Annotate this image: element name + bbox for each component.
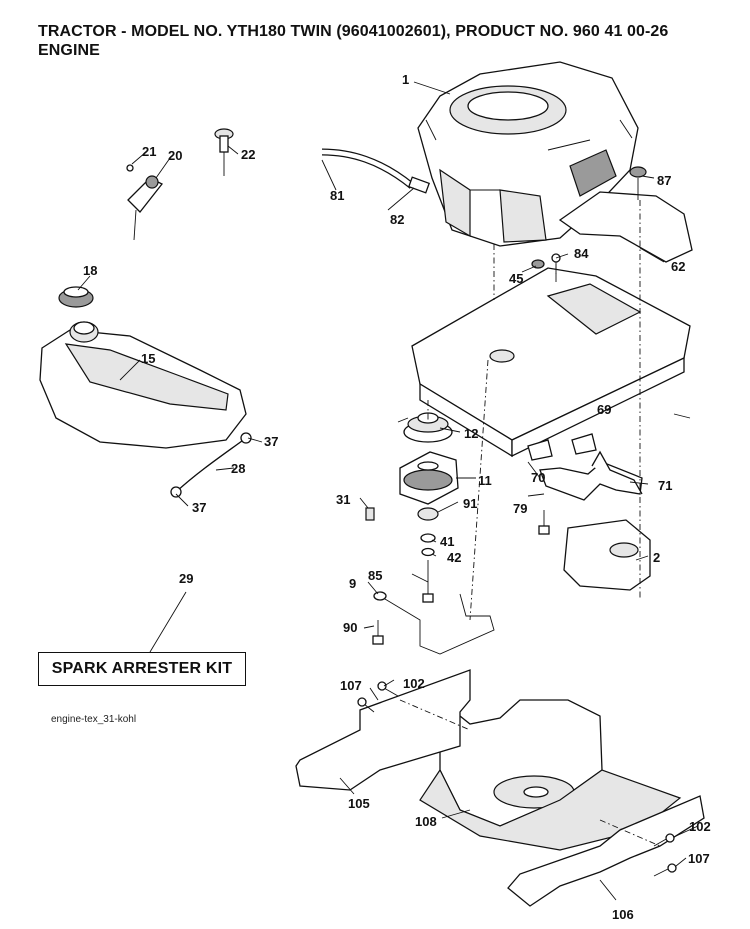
clamp-part xyxy=(170,486,182,498)
washer-part xyxy=(420,533,436,543)
part-label-105: 105 xyxy=(348,796,370,811)
leader-line xyxy=(149,591,187,653)
page-title: TRACTOR - MODEL NO. YTH180 TWIN (9604100… xyxy=(38,22,668,60)
part-label-45: 45 xyxy=(509,271,523,286)
diagram-caption: engine-tex_31-kohl xyxy=(51,714,137,725)
part-label-22: 22 xyxy=(241,147,255,162)
part-label-41: 41 xyxy=(440,534,454,549)
part-label-2: 2 xyxy=(653,550,660,565)
spark-arrester-kit-box: SPARK ARRESTER KIT xyxy=(38,652,246,686)
part-label-37b: 37 xyxy=(192,500,206,515)
knob-part xyxy=(214,128,234,176)
part-label-91: 91 xyxy=(463,496,477,511)
part-label-18: 18 xyxy=(83,263,97,278)
choke-cable-part xyxy=(126,164,164,241)
part-label-107a: 107 xyxy=(340,678,362,693)
fill-knob-part xyxy=(629,166,647,200)
engine-part xyxy=(417,61,639,247)
spring-part xyxy=(365,507,375,521)
bolt-part xyxy=(653,863,677,877)
clutch-bracket-part xyxy=(379,593,495,655)
part-label-31: 31 xyxy=(336,492,350,507)
clamp-part xyxy=(240,432,252,444)
bolt-part xyxy=(653,833,675,847)
side-plate-part xyxy=(507,795,705,907)
bolt-part xyxy=(357,697,375,713)
part-label-102b: 102 xyxy=(689,819,711,834)
part-label-69: 69 xyxy=(597,402,611,417)
part-label-79: 79 xyxy=(513,501,527,516)
clutch-part xyxy=(399,451,459,505)
spark-arrester-kit-label: SPARK ARRESTER KIT xyxy=(51,660,233,677)
muffler-part xyxy=(563,519,651,591)
fuel-tank-part xyxy=(39,321,247,449)
part-label-11: 11 xyxy=(478,473,492,488)
fitting-part xyxy=(407,176,431,194)
part-label-70: 70 xyxy=(531,470,545,485)
part-label-21: 21 xyxy=(142,144,156,159)
part-label-28: 28 xyxy=(231,461,245,476)
part-label-62: 62 xyxy=(671,259,685,274)
lower-shield-part xyxy=(419,698,682,851)
part-label-42: 42 xyxy=(447,550,461,565)
part-label-9: 9 xyxy=(349,576,356,591)
heat-shield-part xyxy=(558,191,693,263)
part-label-29: 29 xyxy=(179,571,193,586)
pulley-part xyxy=(403,412,453,443)
throttle-hose-part xyxy=(321,148,415,189)
part-label-108: 108 xyxy=(415,814,437,829)
part-label-15: 15 xyxy=(141,351,155,366)
part-label-37a: 37 xyxy=(264,434,278,449)
title-line-1: TRACTOR - MODEL NO. YTH180 TWIN (9604100… xyxy=(38,23,669,40)
part-label-81: 81 xyxy=(330,188,344,203)
part-label-12: 12 xyxy=(464,426,478,441)
bolt-part xyxy=(377,681,399,697)
fuel-cap-part xyxy=(58,286,94,308)
part-label-82: 82 xyxy=(390,212,404,227)
part-label-102a: 102 xyxy=(403,676,425,691)
frame-part xyxy=(411,267,691,458)
part-label-71: 71 xyxy=(658,478,672,493)
part-label-106: 106 xyxy=(612,907,634,922)
lock-washer-part xyxy=(421,547,435,557)
part-label-1: 1 xyxy=(402,72,409,87)
part-label-85: 85 xyxy=(368,568,382,583)
exhaust-pipe-part xyxy=(539,450,643,501)
bolt-part xyxy=(422,560,434,603)
part-label-20: 20 xyxy=(168,148,182,163)
part-label-87: 87 xyxy=(657,173,671,188)
bolt-part xyxy=(538,510,550,535)
part-label-107b: 107 xyxy=(688,851,710,866)
bolt-part xyxy=(372,620,384,645)
gasket-part xyxy=(527,433,597,461)
side-plate-part xyxy=(295,669,471,791)
title-line-2: ENGINE xyxy=(38,42,100,59)
part-label-90: 90 xyxy=(343,620,357,635)
part-label-84: 84 xyxy=(574,246,589,261)
spacer-part xyxy=(417,507,439,521)
